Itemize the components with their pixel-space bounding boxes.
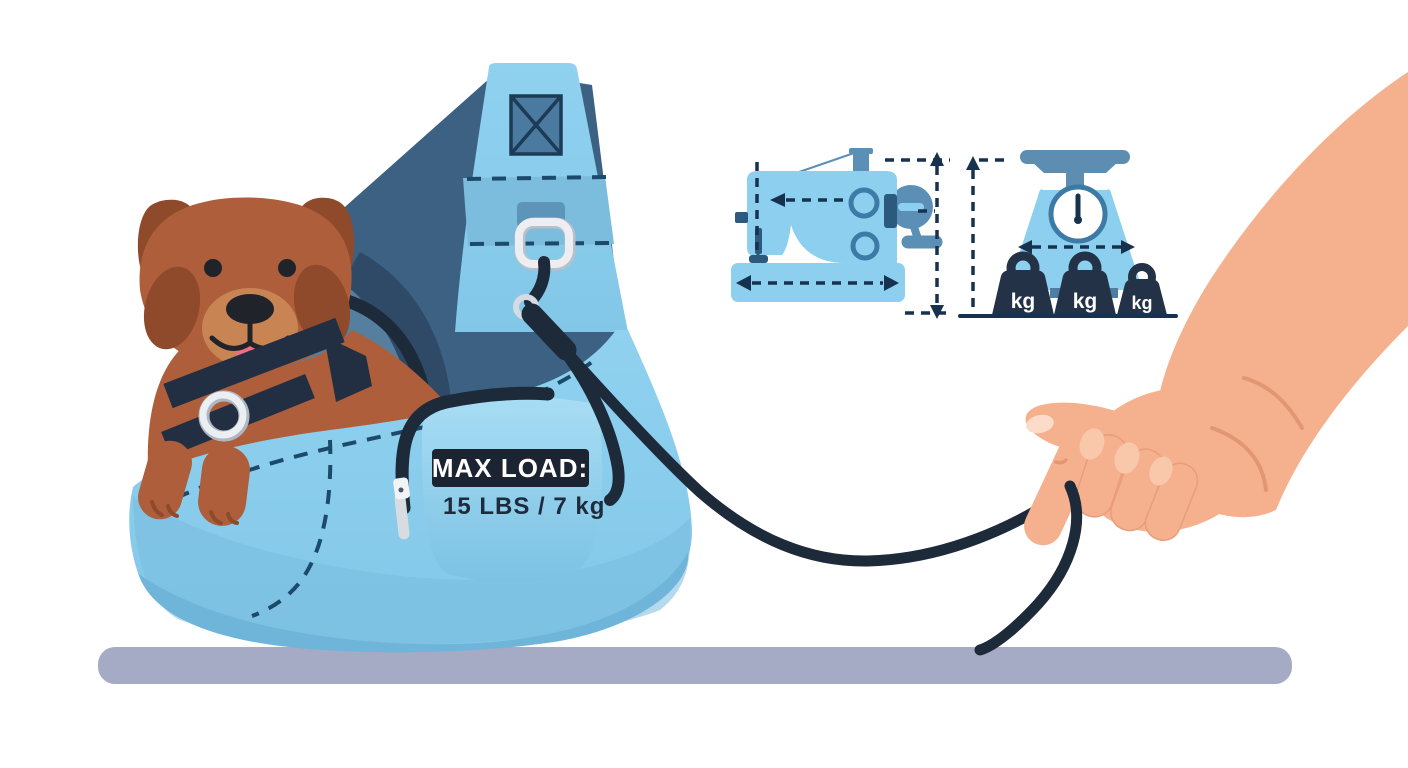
kg-label: kg — [1073, 290, 1098, 313]
dog-left-paw — [138, 440, 192, 520]
kg-label: kg — [1011, 290, 1036, 313]
dog-paws — [138, 440, 250, 526]
kg-weight-2: kg — [1054, 251, 1116, 315]
index-knuckle-crease — [1054, 458, 1068, 465]
scale-needle-hub — [1074, 216, 1082, 224]
pocket-trim — [395, 386, 555, 515]
arrow-right — [884, 275, 899, 291]
scale-arrow-right — [1121, 240, 1135, 254]
max-load-label: MAX LOAD: 15 LBS / 7 kg — [432, 449, 605, 520]
machine-dimension-arrowheads — [736, 152, 944, 319]
max-load-value: 15 LBS / 7 kg — [443, 493, 605, 520]
hand-and-arm — [1024, 72, 1408, 546]
machine-wheel-slot — [898, 203, 924, 211]
dog-left-eye — [204, 259, 222, 277]
zipper-pull — [394, 492, 410, 540]
strap-box-x-patch — [509, 94, 563, 156]
dog-right-eye — [278, 259, 296, 277]
machine-dial-upper — [848, 187, 880, 219]
harness-ring — [199, 391, 247, 439]
zipper-slider-hole — [398, 487, 404, 493]
scale-pan — [1020, 150, 1130, 164]
front-pocket — [393, 386, 602, 582]
arrow-up — [930, 152, 944, 166]
ring-knuckle — [1114, 442, 1140, 474]
scale-arrow-up — [966, 156, 980, 170]
dog-left-cheek — [143, 266, 201, 350]
arrow-arm-left — [770, 193, 785, 207]
right-paw-toes — [209, 510, 239, 525]
little-knuckle — [1149, 456, 1173, 486]
patch-x-stitch — [509, 94, 563, 156]
leash-hanging-loop — [974, 480, 1083, 656]
pocket-body — [421, 396, 602, 582]
left-paw-toes — [150, 500, 179, 518]
index-finger — [1024, 434, 1096, 546]
ground-bar — [98, 647, 1292, 684]
weight-body — [1054, 270, 1116, 315]
side-stitch — [251, 439, 333, 618]
scale-pan-bottom — [1032, 162, 1118, 173]
machine-spool-flange — [849, 148, 873, 154]
harness-strap-lower — [161, 373, 315, 457]
machine-side-knob — [735, 212, 748, 223]
arrow-down — [930, 305, 944, 319]
kg-weights: kg kg kg — [992, 251, 1167, 315]
weight-body — [992, 270, 1054, 315]
middle-knuckle — [1079, 428, 1105, 460]
hand-creases — [1210, 376, 1304, 492]
dog-harness — [161, 317, 372, 457]
harness-shoulder — [324, 336, 372, 402]
weighing-scale-icon: kg kg kg — [958, 150, 1178, 318]
leash-main — [554, 339, 1072, 567]
kg-weight-1: kg — [992, 251, 1054, 315]
weight-body — [1117, 279, 1167, 315]
dog-nose — [226, 294, 274, 324]
sewing-machine-icon — [731, 148, 950, 319]
machine-dial-lower — [850, 231, 880, 261]
machine-spool — [853, 154, 869, 172]
scale-arrow-left — [1018, 240, 1032, 254]
max-load-label-bg — [432, 449, 589, 487]
thumb-nail — [1026, 414, 1054, 434]
kg-label: kg — [1131, 293, 1152, 313]
dog-right-paw — [198, 446, 250, 526]
machine-presser-foot — [749, 255, 768, 263]
max-load-title: MAX LOAD: — [432, 453, 588, 483]
harness-strap-upper — [163, 317, 345, 409]
kg-weight-3: kg — [1117, 263, 1167, 315]
little-finger — [1144, 462, 1199, 542]
sling-carrier-front: MAX LOAD: 15 LBS / 7 kg — [129, 63, 693, 653]
middle-finger — [1074, 434, 1129, 518]
dog — [137, 197, 500, 470]
machine-pillar-detail — [884, 194, 897, 228]
arrow-left — [736, 275, 751, 291]
